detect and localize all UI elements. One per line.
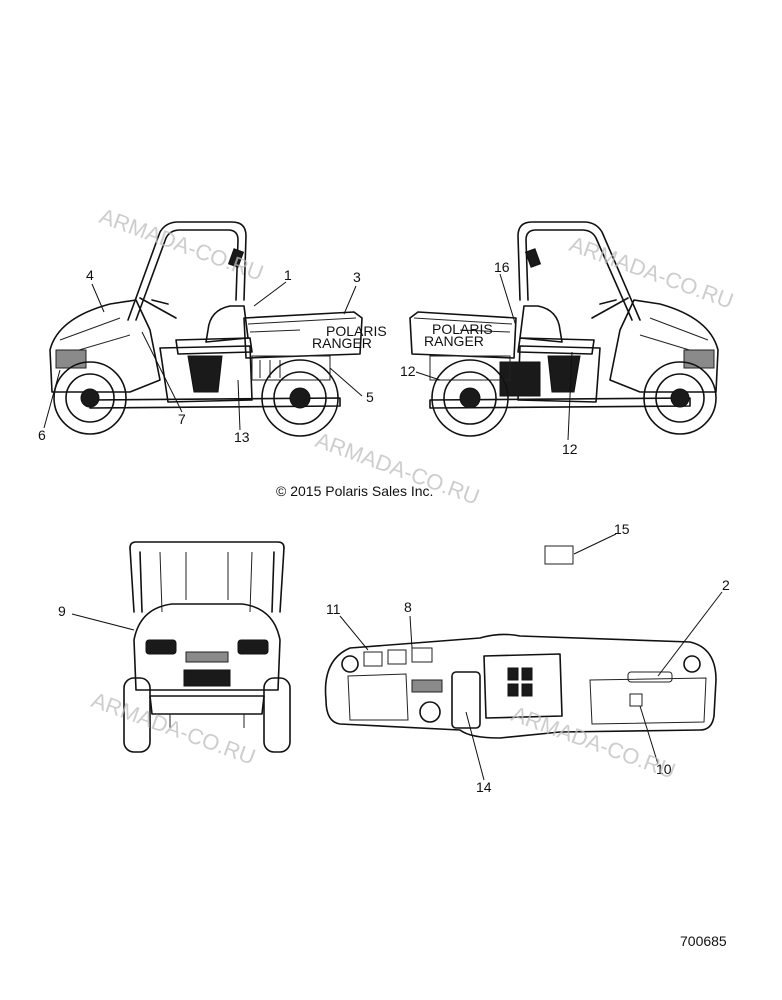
drawing-number: 700685 (680, 933, 727, 949)
callout-13: 13 (234, 429, 250, 445)
decal-8b (411, 647, 433, 663)
watermark: ARMADA-CO.RU (88, 687, 259, 769)
brand-decal-text: POLARIS (432, 321, 493, 337)
watermark: ARMADA-CO.RU (508, 701, 679, 783)
front-tire-left (123, 677, 151, 753)
ranger-decal-text: RANGER (312, 335, 372, 351)
mirror-icon (227, 248, 245, 268)
headlight-left (145, 639, 177, 655)
decal-2 (627, 671, 673, 683)
brand-decal-text: POLARIS (326, 323, 387, 339)
callout-2: 2 (722, 577, 730, 593)
ranger-decal-text: RANGER (424, 333, 484, 349)
callout-10: 10 (656, 761, 672, 777)
mirror-icon (524, 248, 542, 268)
dashboard-view: 11 8 14 10 2 (324, 577, 730, 795)
callout-3: 3 (353, 269, 361, 285)
front-logo-decal (185, 651, 229, 663)
vehicle-left-side-view: RANGER POLARIS 1 3 4 5 6 7 13 (38, 221, 387, 445)
callout-12-right: 12 (562, 441, 578, 457)
callout-4: 4 (86, 267, 94, 283)
callout-14: 14 (476, 779, 492, 795)
front-tire-right (263, 677, 291, 753)
decal-16 (544, 545, 574, 565)
rear-wheel-right-view (431, 359, 509, 437)
decal-10 (629, 693, 643, 707)
front-grille (183, 669, 231, 687)
watermark: ARMADA-CO.RU (566, 231, 737, 313)
copyright-text: © 2015 Polaris Sales Inc. (276, 483, 433, 499)
callout-8: 8 (404, 599, 412, 615)
vehicle-right-side-view: RANGER POLARIS 16 12 12 (400, 221, 719, 457)
callout-7: 7 (178, 411, 186, 427)
watermark: ARMADA-CO.RU (96, 203, 267, 285)
callout-6: 6 (38, 427, 46, 443)
callout-11: 11 (326, 601, 341, 617)
front-wheel-right-view (643, 361, 717, 435)
front-wheel-left-view (53, 361, 127, 435)
callout-1: 1 (284, 267, 292, 283)
callout-5: 5 (366, 389, 374, 405)
callout-16: 15 (614, 521, 630, 537)
vehicle-front-view: 9 (58, 541, 291, 753)
callout-12-left: 12 (400, 363, 416, 379)
decal-11 (363, 651, 383, 667)
callout-15: 16 (494, 259, 510, 275)
callout-9: 9 (58, 603, 66, 619)
rear-wheel-left-view (261, 359, 339, 437)
headlight-right (237, 639, 269, 655)
decal-8a (387, 649, 407, 665)
loose-decal-16: 15 (544, 521, 630, 565)
